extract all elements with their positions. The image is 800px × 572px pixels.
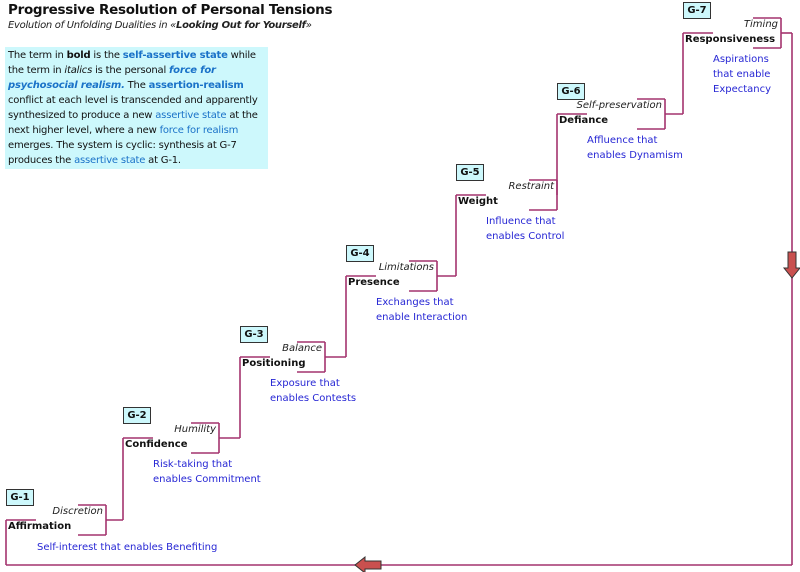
description-line: Self-interest that enables Benefiting xyxy=(37,542,218,553)
description-line: Expectancy xyxy=(713,84,772,95)
description-line: Affluence that xyxy=(587,135,658,146)
down-arrow-icon xyxy=(782,251,800,279)
level-badge: G-5 xyxy=(456,164,484,181)
level-description: Exchanges that enable Interaction xyxy=(376,295,467,325)
level-description: Exposure that enables Contests xyxy=(270,376,356,406)
description-line: enables Contests xyxy=(270,393,357,404)
state-label: Responsiveness xyxy=(685,34,778,45)
force-label: Restraint xyxy=(508,181,554,192)
intro-segment: while the term in xyxy=(8,50,256,76)
state-label: Affirmation xyxy=(8,521,74,532)
intro-segment: conflict at each level is transcended an… xyxy=(8,95,258,121)
level-badge: G-3 xyxy=(240,326,268,343)
description-line: Risk-taking that xyxy=(153,459,233,470)
intro-segment: at G-1. xyxy=(145,155,181,166)
level-description: Self-interest that enables Benefiting xyxy=(37,540,217,555)
level-badge: G-1 xyxy=(6,489,34,506)
description-line: Exposure that xyxy=(270,378,340,389)
force-label: Limitations xyxy=(378,262,434,273)
intro-segment: force for psychosocial realism. xyxy=(8,65,216,91)
level-description: Influence that enables Control xyxy=(486,214,564,244)
intro-segment: self-assertive state xyxy=(122,50,228,61)
force-label: Humility xyxy=(174,424,216,435)
intro-segment: assertive state xyxy=(155,110,227,121)
intro-segment: at the next higher level, where a new xyxy=(8,110,258,136)
subtitle-prefix: Evolution of Unfolding Dualities in « xyxy=(8,20,177,31)
description-line: Aspirations xyxy=(713,54,769,65)
description-line: enables Commitment xyxy=(153,474,261,485)
force-label: Balance xyxy=(282,343,322,354)
left-arrow-icon xyxy=(354,555,382,572)
description-line: that enable xyxy=(713,69,771,80)
force-label: Timing xyxy=(743,19,778,30)
description-line: Exchanges that xyxy=(376,297,454,308)
diagram-title: Progressive Resolution of Personal Tensi… xyxy=(8,2,333,18)
state-label: Weight xyxy=(458,196,500,207)
state-label: Presence xyxy=(348,277,402,288)
state-label: Defiance xyxy=(559,115,611,126)
intro-segment: The xyxy=(124,80,149,91)
force-label: Discretion xyxy=(52,506,103,517)
intro-segment: force for realism xyxy=(159,125,239,136)
intro-segment: emerges. The system is cyclic: synthesis… xyxy=(8,140,237,166)
force-label: Self-preservation xyxy=(576,100,662,111)
subtitle-book: Looking Out for Yourself xyxy=(176,20,306,31)
description-line: enable Interaction xyxy=(376,312,468,323)
intro-segment: italics xyxy=(64,65,93,76)
intro-segment: The term in xyxy=(8,50,67,61)
level-badge: G-7 xyxy=(683,2,711,19)
state-label: Confidence xyxy=(125,439,190,450)
level-badge: G-6 xyxy=(557,83,585,100)
description-line: Influence that xyxy=(486,216,556,227)
intro-segment: is the xyxy=(90,50,123,61)
diagram-subtitle: Evolution of Unfolding Dualities in «Loo… xyxy=(8,20,312,31)
level-badge: G-4 xyxy=(346,245,374,262)
intro-segment: assertive state xyxy=(74,155,146,166)
description-line: enables Dynamism xyxy=(587,150,683,161)
level-description: Risk-taking that enables Commitment xyxy=(153,457,261,487)
state-label: Positioning xyxy=(242,358,308,369)
level-badge: G-2 xyxy=(123,407,151,424)
intro-segment: is the personal xyxy=(92,65,170,76)
subtitle-suffix: » xyxy=(305,20,312,31)
intro-segment: bold xyxy=(66,50,91,61)
level-description: Affluence that enables Dynamism xyxy=(587,133,683,163)
description-line: enables Control xyxy=(486,231,565,242)
legend-explanation: The term in bold is the self-assertive s… xyxy=(5,47,268,169)
intro-segment: assertion-realism xyxy=(148,80,244,91)
